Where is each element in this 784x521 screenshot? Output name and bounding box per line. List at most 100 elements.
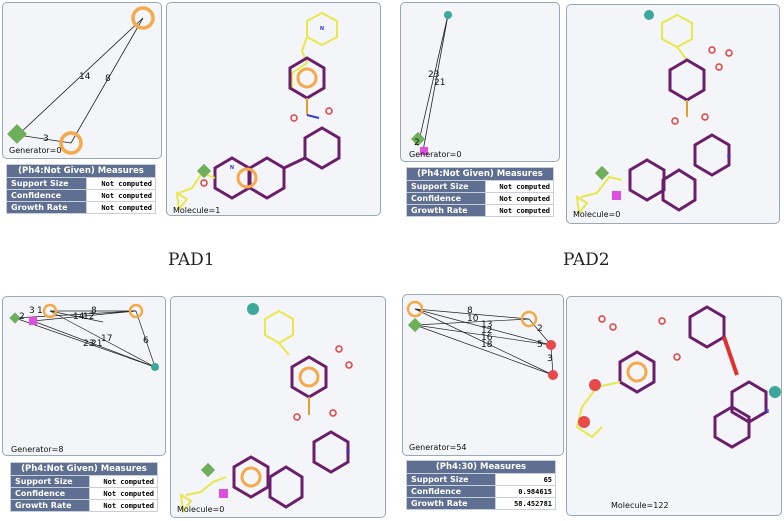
edge-label: 8: [91, 306, 97, 316]
highlight-ring: [626, 361, 648, 383]
molecule-label: Molecule=0: [573, 210, 621, 219]
edge-label: 23: [83, 339, 94, 349]
quadrant-pad1: 14 8 3 Generator=0 (Ph4:Not Given) Measu…: [0, 0, 390, 218]
edge-label: 23: [428, 70, 439, 80]
chain-group: [575, 175, 623, 216]
molecule-panel[interactable]: N Molecule=0: [170, 296, 386, 518]
graph-node: [407, 317, 423, 333]
generator-panel[interactable]: 14 8 3 Generator=0: [2, 2, 162, 159]
measure-key: Growth Rate: [406, 204, 486, 217]
chain-group: [175, 171, 216, 212]
edge-label: 1: [37, 306, 43, 316]
pharmacophore-node: [594, 165, 610, 181]
measure-key: Confidence: [406, 192, 486, 205]
graph-node: [406, 300, 424, 318]
graph-edge: [422, 14, 449, 152]
chain-group: [661, 13, 693, 61]
svg-text:N: N: [727, 154, 731, 160]
pharmacophore-node: [200, 462, 216, 478]
measure-key: Support Size: [406, 180, 486, 193]
generator-graph: 2 3 1 14 12 8 17 23 21 6: [9, 303, 159, 371]
edge-label: 21: [434, 78, 445, 88]
generator-label: Generator=8: [11, 445, 64, 454]
highlight-ring: [236, 167, 258, 189]
measure-key: Support Size: [406, 473, 496, 486]
molecule-panel[interactable]: N N Molecule=1: [166, 2, 381, 216]
chain-group: [264, 309, 294, 356]
edge-label: 6: [143, 336, 149, 346]
measure-value: Not computed: [85, 177, 157, 190]
molecule-label: Molecule=0: [177, 505, 225, 514]
svg-text:N: N: [346, 449, 350, 455]
quadrant-pad2: 23 21 2 Generator=0 (Ph4:Not Given) Meas…: [398, 0, 784, 230]
aromatic-ring: [213, 126, 341, 200]
graph-node: [29, 317, 37, 325]
generator-panel[interactable]: 8 10 13 12 16 18 2 5 3 Generator=54: [402, 294, 564, 456]
measure-key: Confidence: [6, 189, 87, 202]
chain-group: [575, 381, 621, 439]
graph-node: [444, 11, 452, 19]
generator-panel[interactable]: 2 3 1 14 12 8 17 23 21 6 Generator=8: [2, 296, 166, 456]
molecule-graph: N: [179, 303, 353, 514]
quadrant-bottom-left: 2 3 1 14 12 8 17 23 21 6 Generator=8 (Ph…: [0, 292, 390, 521]
measure-value: Not computed: [484, 204, 555, 217]
svg-text:N: N: [765, 409, 769, 415]
measure-key: Growth Rate: [6, 201, 87, 214]
edge-label: 3: [43, 134, 49, 144]
svg-text:N: N: [230, 165, 234, 171]
molecule-panel[interactable]: N Molecule=122: [566, 296, 782, 516]
measure-value: Not computed: [88, 499, 159, 512]
measure-value: Not computed: [85, 201, 157, 214]
graph-node: [548, 370, 558, 380]
measure-key: Growth Rate: [10, 499, 90, 512]
measures-title: (Ph4:Not Given) Measures: [406, 167, 554, 181]
chain-group: [179, 476, 227, 514]
edge-label: 8: [105, 74, 111, 84]
edge-label: 14: [79, 72, 91, 82]
measure-value: 65: [494, 473, 557, 486]
edge-label: 2: [19, 312, 25, 322]
graph-edge: [418, 14, 449, 142]
graph-node: [42, 303, 58, 319]
graph-node: [410, 131, 426, 147]
graph-edge: [17, 17, 144, 136]
edge-label: 10: [467, 314, 479, 324]
molecule-label: Molecule=1: [173, 206, 221, 215]
measures-title: (Ph4:Not Given) Measures: [10, 462, 158, 476]
graph-edge: [70, 17, 144, 144]
measure-key: Confidence: [10, 487, 90, 500]
measure-value: Not computed: [85, 189, 157, 202]
measure-key: Support Size: [10, 475, 90, 488]
graph-node: [420, 147, 428, 155]
edge-label: 18: [481, 340, 493, 350]
measures-title: (Ph4:Not Given) Measures: [6, 164, 156, 178]
svg-text:N: N: [320, 26, 324, 32]
generator-panel[interactable]: 23 21 2 Generator=0: [400, 2, 560, 162]
edge-label: 8: [467, 306, 473, 316]
measure-value: 58.452781: [494, 497, 557, 510]
highlight-ring: [296, 67, 318, 89]
figure-caption: PAD1: [168, 250, 215, 270]
edge-label: 12: [83, 312, 94, 322]
measure-value: Not computed: [88, 487, 159, 500]
generator-label: Generator=0: [9, 146, 62, 155]
graph-node: [59, 131, 83, 155]
graph-node: [151, 363, 159, 371]
edge-label: 3: [547, 354, 553, 364]
highlight-ring: [240, 466, 262, 488]
graph-node: [7, 124, 27, 144]
edge-label: 21: [91, 339, 102, 349]
generator-label: Generator=54: [409, 443, 467, 452]
molecule-graph: N: [575, 10, 733, 216]
edge-label: 16: [481, 333, 493, 343]
edge-label: 13: [481, 320, 492, 330]
aromatic-ring: [618, 305, 768, 449]
molecule-graph: N N: [175, 11, 341, 212]
edge-label: 5: [537, 340, 543, 350]
molecule-panel[interactable]: N Molecule=0: [566, 4, 780, 224]
graph-node: [131, 6, 155, 30]
edge-label: 3: [29, 306, 35, 316]
highlight-ring: [298, 366, 320, 388]
